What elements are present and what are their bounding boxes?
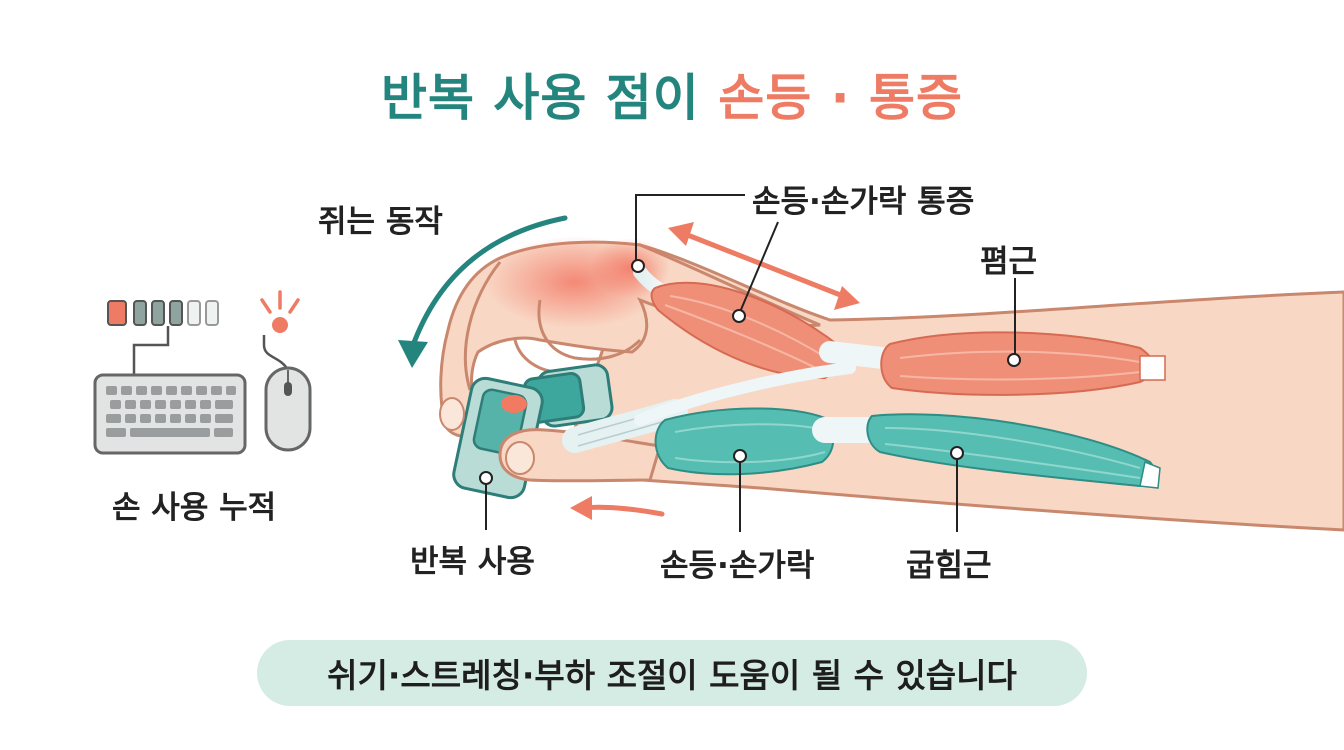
mouse-cable: [264, 335, 288, 370]
finger-lower: [515, 340, 560, 372]
extensor-dot: [1008, 354, 1020, 366]
finger-nail: [440, 398, 464, 430]
extensor-label: 폄근: [980, 236, 1037, 281]
flexor-dot: [951, 447, 963, 459]
battery-meter-icon: [108, 301, 218, 325]
flexor-area-dot: [734, 450, 746, 462]
repetitive-arrowhead: [570, 496, 592, 520]
pain-label: 손등·손가락 통증: [752, 176, 974, 221]
pain-dot-knuckle: [632, 260, 644, 272]
advice-banner: 쉬기·스트레칭·부하 조절이 도움이 될 수 있습니다: [257, 640, 1087, 706]
extensor-tendon-end: [1140, 356, 1165, 380]
keyboard-cable: [134, 326, 168, 375]
repetitive-arrow-line: [585, 507, 662, 514]
repetitive-use-label: 반복 사용: [410, 536, 535, 581]
grip-motion-label: 쥐는 동작: [318, 196, 443, 241]
flexor-area-label: 손등·손가락: [660, 540, 814, 585]
thumb-nail: [506, 442, 534, 474]
hand-use-label: 손 사용 누적: [112, 482, 276, 527]
flexor-label: 굽힘근: [906, 540, 992, 585]
flexor-muscle-1: [656, 408, 834, 474]
mouse-icon: [266, 368, 310, 450]
pain-burst-icon: [262, 292, 298, 333]
pain-dot-muscle: [733, 310, 745, 322]
double-arrow-head-right: [834, 286, 860, 310]
grip-motion-arrowhead: [398, 340, 428, 368]
repetitive-dot: [480, 472, 492, 484]
keyboard-icon: [95, 375, 245, 453]
